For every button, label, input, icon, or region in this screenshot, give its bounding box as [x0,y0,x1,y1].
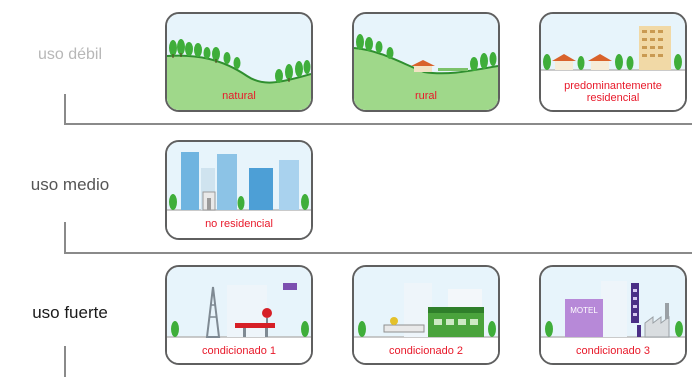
natural-landscape-illustration [167,14,311,110]
motel-and-industry-illustration: MOTEL [541,267,685,363]
residential-illustration [541,14,685,110]
bracket-medium-horizontal [64,252,692,254]
retail-buildings-illustration [354,267,498,363]
motel-sign-text: MOTEL [570,306,598,315]
card-caption-natural: natural [222,90,256,102]
row-label-weak-use: uso débil [37,46,103,63]
card-caption-conditioned-3: condicionado 3 [575,345,650,357]
bracket-strong-vertical [64,346,66,377]
bracket-weak-vertical [64,94,66,125]
bracket-weak-horizontal [64,123,692,125]
card-caption-rural: rural [414,90,437,102]
card-caption-non-residential: no residencial [205,218,273,230]
non-residential-illustration [167,142,311,238]
gas-station-illustration [167,267,311,363]
card-natural: natural [165,12,313,112]
card-non-residential: no residencial [165,140,313,240]
card-predominantly-residential: predominantemente residencial [539,12,687,112]
card-caption-conditioned-2: condicionado 2 [388,345,463,357]
bracket-medium-vertical [64,222,66,254]
row-label-medium-use: uso medio [30,175,110,194]
card-conditioned-2: condicionado 2 [352,265,500,365]
card-rural: rural [352,12,500,112]
card-conditioned-3: MOTEL condicionado 3 [539,265,687,365]
card-caption-conditioned-1: condicionado 1 [201,345,276,357]
row-label-strong-use: uso fuerte [32,303,108,322]
card-conditioned-1: condicionado 1 [165,265,313,365]
rural-landscape-illustration [354,14,498,110]
card-caption-predominantly-residential: predominantemente residencial [564,80,662,104]
